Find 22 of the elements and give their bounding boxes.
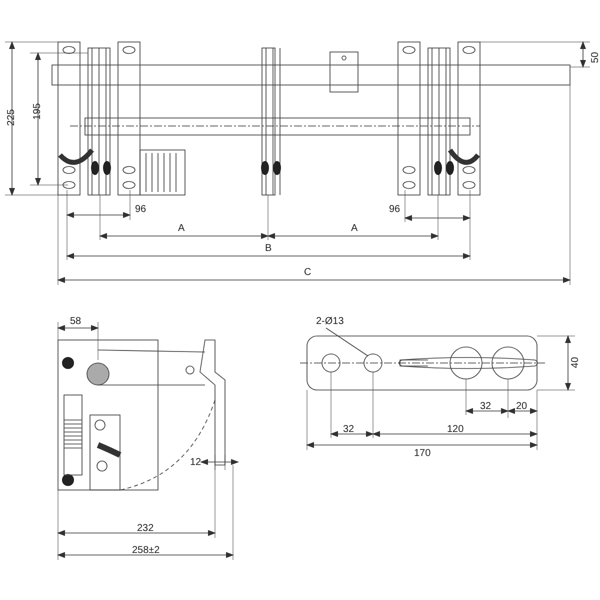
dimension-value: 96 <box>135 204 146 215</box>
dimension-value: 32 <box>343 424 354 435</box>
dimension-value: 258±2 <box>132 545 160 556</box>
dimension-value: 225 <box>6 109 17 126</box>
dimension-value: 20 <box>516 401 528 412</box>
dimension-value: 32 <box>480 401 492 412</box>
dimension-value: 170 <box>414 448 431 459</box>
dimension-value: C <box>304 267 312 278</box>
dimension-value: 58 <box>70 316 82 327</box>
leader-line <box>326 328 368 356</box>
dimension-value: 195 <box>32 103 43 120</box>
dimension-value: A <box>178 223 185 234</box>
dimension-value: 120 <box>447 424 464 435</box>
dimension-value: 232 <box>137 523 154 534</box>
dimension-value: A <box>351 223 358 234</box>
dimension-value: 12 <box>190 457 202 468</box>
dimension-value: B <box>265 243 272 254</box>
dimension-value: 40 <box>570 356 582 368</box>
dimension-value: 96 <box>389 204 400 215</box>
dimension-value: 50 <box>590 52 600 64</box>
mounting-hole <box>364 354 382 372</box>
callout-label: 2-Ø13 <box>316 316 344 327</box>
